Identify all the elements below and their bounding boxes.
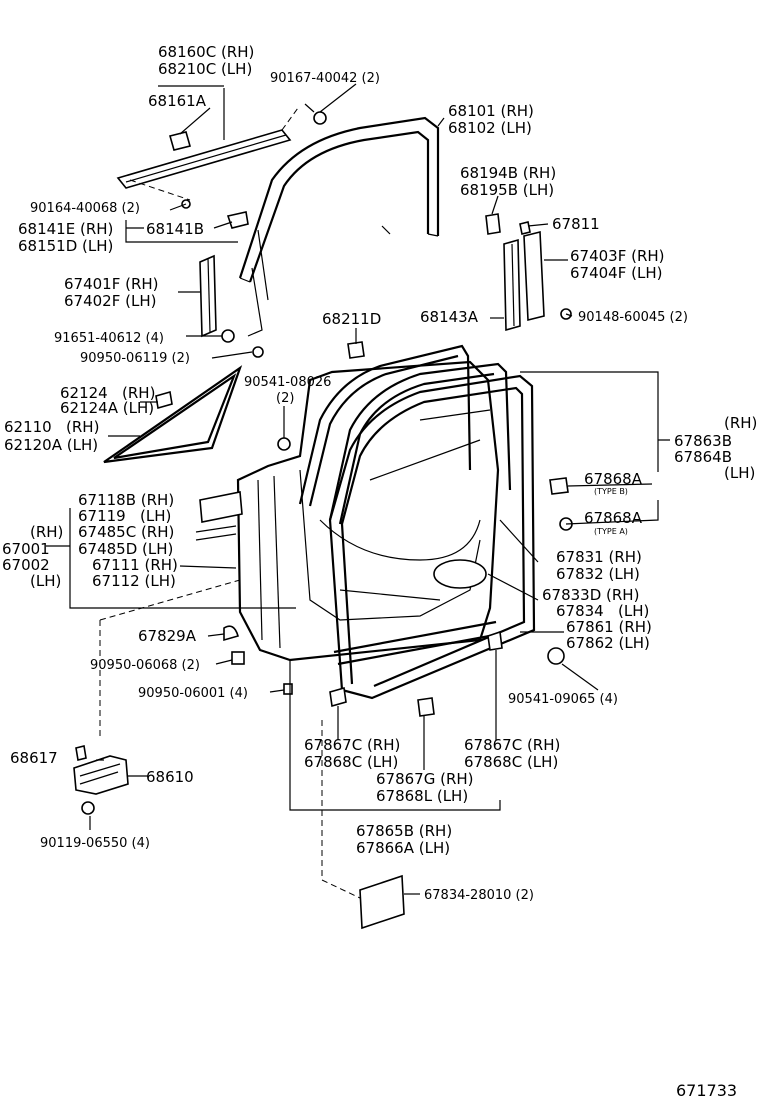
label-68617: 68617 — [10, 749, 58, 767]
label-90148-60045: 90148-60045 (2) — [578, 310, 688, 325]
label-67118B: 67118B (RH) — [78, 491, 174, 509]
label-68610: 68610 — [146, 768, 194, 786]
diagram-id: 671733 — [676, 1081, 737, 1100]
label-67112: 67112 (LH) — [92, 572, 176, 590]
label-rh-67863B: (RH) — [724, 414, 757, 432]
leader-lines — [46, 83, 670, 899]
clip-drawing — [226, 211, 531, 235]
label-67868A-typea: 67868A — [584, 509, 643, 527]
label-62120A: 62120A (LH) — [4, 436, 98, 454]
label-68151D: 68151D (LH) — [18, 237, 113, 255]
hole-cover-drawing — [359, 874, 405, 930]
label-67867C-left: 67867C (RH) — [304, 736, 400, 754]
label-68161A: 68161A — [148, 92, 207, 110]
label-67868A-typeb: 67868A — [584, 470, 643, 488]
label-91651-40612: 91651-40612 (4) — [54, 331, 164, 346]
label-68160C: 68160C (RH) — [158, 43, 254, 61]
label-68102: 68102 (LH) — [448, 119, 532, 137]
label-67833D: 67833D (RH) — [542, 586, 639, 604]
label-90541-08026: 90541-08026 — [244, 375, 331, 390]
label-67401F: 67401F (RH) — [64, 275, 159, 293]
window-frame-drawing — [238, 116, 440, 337]
label-67831: 67831 (RH) — [556, 548, 642, 566]
label-90541-09065: 90541-09065 (4) — [508, 692, 618, 707]
weatherstrip-drawing — [298, 341, 536, 700]
label-67868L: 67868L (LH) — [376, 787, 468, 805]
label-67863B: 67863B — [674, 432, 732, 450]
hinge-drawing — [73, 745, 129, 815]
label-67861: 67861 (RH) — [566, 618, 652, 636]
label-67119: 67119 (LH) — [78, 507, 171, 525]
label-67402F: 67402F (LH) — [64, 292, 156, 310]
label-67485C: 67485C (RH) — [78, 523, 174, 541]
channel-drawing — [503, 230, 572, 332]
fastener-icons — [223, 437, 573, 717]
label-67829A: 67829A — [138, 627, 197, 645]
label-68195B: 68195B (LH) — [460, 181, 554, 199]
label-90950-06001: 90950-06001 (4) — [138, 686, 248, 701]
label-67404F: 67404F (LH) — [570, 264, 662, 282]
label-67111: 67111 (RH) — [92, 556, 178, 574]
label-67832: 67832 (LH) — [556, 565, 640, 583]
label-68141E: 68141E (RH) — [18, 220, 113, 238]
label-67001: 67001 — [2, 540, 50, 558]
label-67867G: 67867G (RH) — [376, 770, 474, 788]
belt-moulding-drawing — [116, 88, 299, 201]
label-67867C-right: 67867C (RH) — [464, 736, 560, 754]
label-90950-06119: 90950-06119 (2) — [80, 351, 190, 366]
label-67868C-right: 67868C (LH) — [464, 753, 558, 771]
label-68194B: 68194B (RH) — [460, 164, 556, 182]
label-67834-28010: 67834-28010 (2) — [424, 888, 534, 903]
label-68211D: 68211D — [322, 310, 381, 328]
label-typea: (TYPE A) — [594, 527, 628, 536]
label-62124A: 62124A (LH) — [60, 399, 154, 417]
callout-labels: 68160C (RH) 68210C (LH) 90167-40042 (2) … — [2, 43, 757, 1100]
label-67811: 67811 — [552, 215, 600, 233]
label-lh-67864B: (LH) — [724, 464, 755, 482]
label-67864B: 67864B — [674, 448, 732, 466]
label-68101: 68101 (RH) — [448, 102, 534, 120]
quarter-glass-drawing — [103, 365, 243, 464]
label-90950-06068: 90950-06068 (2) — [90, 658, 200, 673]
label-90167-40042: 90167-40042 (2) — [270, 71, 380, 86]
label-67403F: 67403F (RH) — [570, 247, 665, 265]
label-67002: 67002 — [2, 556, 50, 574]
label-typeb: (TYPE B) — [594, 487, 628, 496]
label-67865B: 67865B (RH) — [356, 822, 452, 840]
label-68141B: 68141B — [146, 220, 204, 238]
label-90119-06550: 90119-06550 (4) — [40, 836, 150, 851]
label-62110: 62110 (RH) — [4, 418, 99, 436]
label-rh-67001: (RH) — [30, 523, 63, 541]
label-67866A: 67866A (LH) — [356, 839, 450, 857]
label-67485D: 67485D (LH) — [78, 540, 173, 558]
glass-run-drawing — [199, 254, 264, 358]
label-90541-08026-qty: (2) — [276, 391, 294, 406]
label-62124: 62124 (RH) — [60, 384, 155, 402]
label-67862: 67862 (LH) — [566, 634, 650, 652]
label-68210C: 68210C (LH) — [158, 60, 252, 78]
door-shell-drawing — [195, 360, 500, 662]
label-68143A: 68143A — [420, 308, 479, 326]
label-67834: 67834 (LH) — [556, 602, 649, 620]
label-lh-67002: (LH) — [30, 572, 61, 590]
label-67868C-left: 67868C (LH) — [304, 753, 398, 771]
label-90164-40068: 90164-40068 (2) — [30, 201, 140, 216]
